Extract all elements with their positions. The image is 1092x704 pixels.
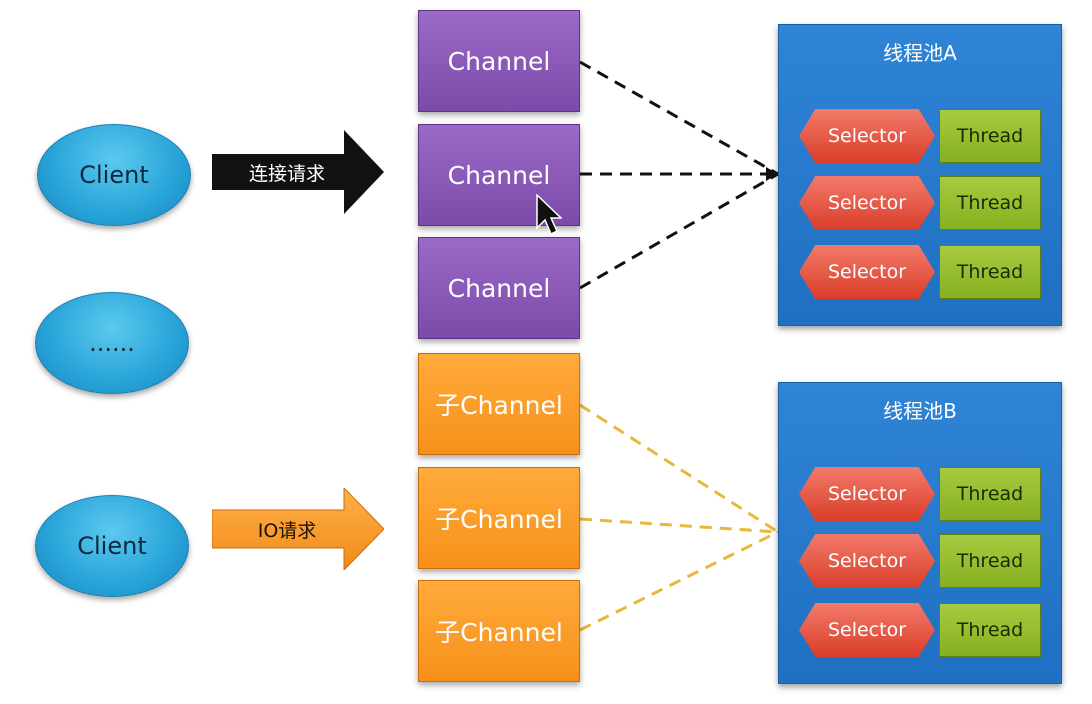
connector-arrowhead-a: [766, 167, 778, 181]
child-channel-label: 子Channel: [435, 618, 563, 647]
thread-node: Thread: [939, 109, 1041, 163]
client-ellipse-ellipsis: ......: [35, 292, 189, 394]
selector-node: Selector: [799, 603, 935, 657]
mouse-pointer-icon: [536, 194, 562, 236]
client-ellipse-1: Client: [37, 124, 191, 226]
thread-label: Thread: [956, 192, 1024, 214]
selector-node: Selector: [799, 109, 935, 163]
thread-node: Thread: [939, 245, 1041, 299]
client-label: ......: [89, 329, 135, 357]
selector-label: Selector: [827, 125, 907, 147]
thread-label: Thread: [956, 125, 1024, 147]
selector-node: Selector: [799, 245, 935, 299]
channel-box-2: Channel: [418, 124, 580, 226]
thread-label: Thread: [956, 550, 1024, 572]
channel-label: Channel: [447, 160, 551, 190]
thread-node: Thread: [939, 467, 1041, 521]
thread-label: Thread: [956, 483, 1024, 505]
thread-pool-b: 线程池B Selector Thread Selector Thread Sel…: [778, 382, 1062, 684]
connector-line-b1: [579, 403, 779, 534]
child-channel-box-2: 子Channel: [418, 467, 580, 569]
thread-pool-a: 线程池A Selector Thread Selector Thread Sel…: [778, 24, 1062, 326]
child-channel-label: 子Channel: [435, 391, 563, 420]
thread-label: Thread: [956, 261, 1024, 283]
thread-label: Thread: [956, 619, 1024, 641]
connector-line-a1: [579, 60, 779, 176]
client-label: Client: [77, 532, 147, 560]
channel-box-1: Channel: [418, 10, 580, 112]
selector-label: Selector: [827, 261, 907, 283]
client-label: Client: [79, 161, 149, 189]
child-channel-box-1: 子Channel: [418, 353, 580, 455]
pool-title: 线程池B: [883, 399, 957, 423]
selector-label: Selector: [827, 619, 907, 641]
selector-label: Selector: [827, 550, 907, 572]
thread-node: Thread: [939, 176, 1041, 230]
connector-line-a3: [579, 172, 779, 290]
io-request-label: IO请求: [257, 519, 317, 542]
io-request-arrow: IO请求: [211, 486, 385, 572]
arrow-shape-icon: [212, 130, 384, 214]
channel-label: Channel: [447, 46, 551, 76]
channel-label: Channel: [447, 273, 551, 303]
arrow-shape-icon: [211, 486, 385, 572]
connector-line-b2: [579, 517, 779, 534]
child-channel-box-3: 子Channel: [418, 580, 580, 682]
connect-request-arrow: 连接请求: [212, 130, 384, 214]
connector-line-b3: [579, 530, 779, 632]
selector-node: Selector: [799, 467, 935, 521]
selector-node: Selector: [799, 534, 935, 588]
channel-box-3: Channel: [418, 237, 580, 339]
pool-title: 线程池A: [883, 41, 957, 65]
child-channel-label: 子Channel: [435, 505, 563, 534]
thread-node: Thread: [939, 534, 1041, 588]
client-ellipse-2: Client: [35, 495, 189, 597]
selector-label: Selector: [827, 483, 907, 505]
connect-request-label: 连接请求: [248, 162, 325, 185]
thread-node: Thread: [939, 603, 1041, 657]
selector-node: Selector: [799, 176, 935, 230]
selector-label: Selector: [827, 192, 907, 214]
